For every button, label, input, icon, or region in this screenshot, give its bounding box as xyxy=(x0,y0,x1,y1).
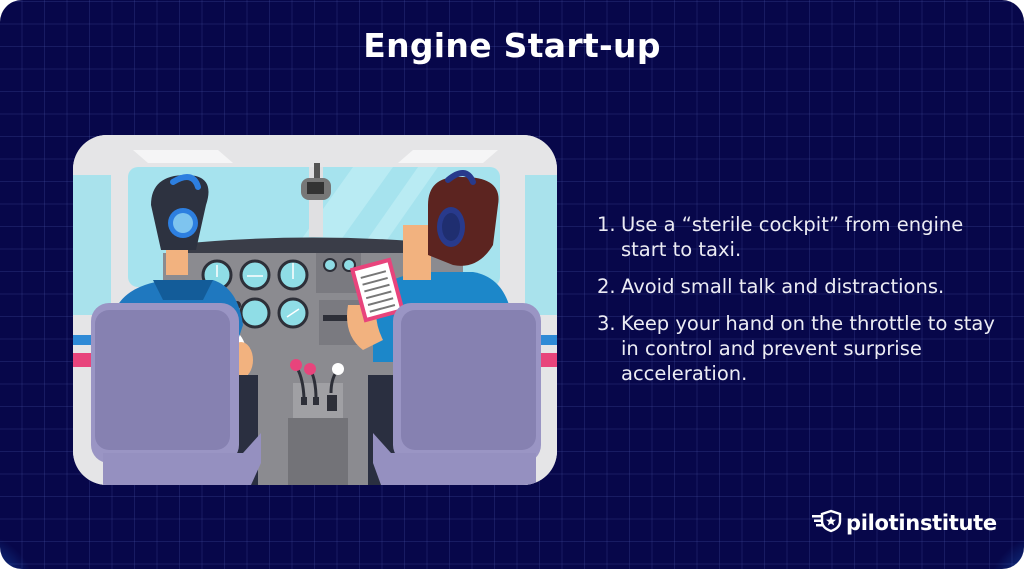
corner-glow xyxy=(0,519,50,569)
list-item: 2. Avoid small talk and distractions. xyxy=(597,274,997,299)
list-text: Use a “sterile cockpit” from engine star… xyxy=(621,213,964,261)
list-number: 1. xyxy=(597,213,616,236)
list-number: 3. xyxy=(597,312,616,335)
cockpit-illustration xyxy=(73,135,557,485)
page-title: Engine Start-up xyxy=(363,26,661,65)
tips-list: 1. Use a “sterile cockpit” from engine s… xyxy=(597,212,997,398)
corner-glow xyxy=(974,519,1024,569)
list-text: Keep your hand on the throttle to stay i… xyxy=(621,312,995,385)
list-item: 1. Use a “sterile cockpit” from engine s… xyxy=(597,212,997,262)
shield-star-wings-icon xyxy=(812,509,842,537)
list-text: Avoid small talk and distractions. xyxy=(621,275,945,298)
list-item: 3. Keep your hand on the throttle to sta… xyxy=(597,311,997,386)
brand-name: pilotinstitute xyxy=(846,511,997,535)
brand-logo: pilotinstitute xyxy=(812,509,997,537)
list-number: 2. xyxy=(597,275,616,298)
